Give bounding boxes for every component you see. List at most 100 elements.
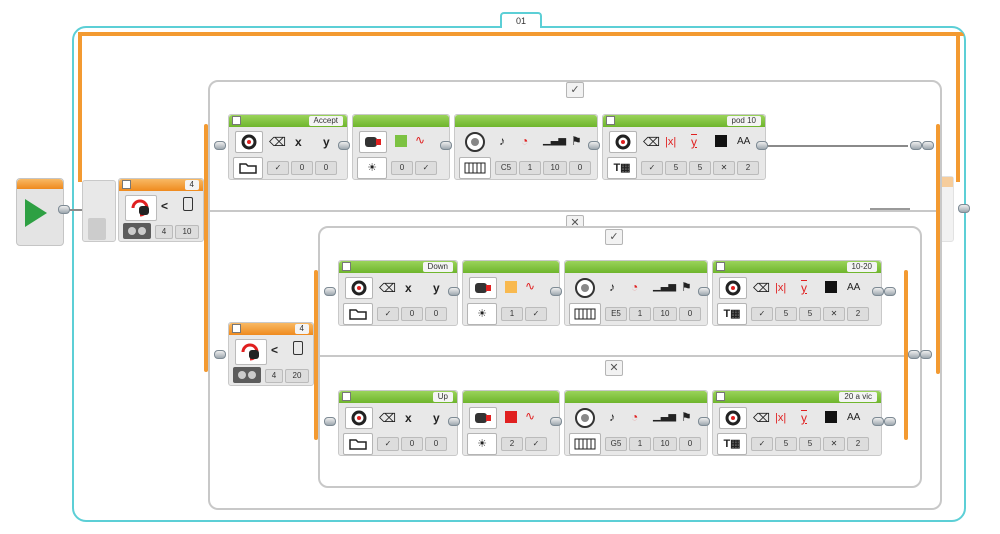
light-icon[interactable]: ☀: [467, 303, 497, 325]
param-clear[interactable]: ✓: [377, 437, 399, 451]
param-x[interactable]: 5: [775, 437, 797, 451]
display-icon[interactable]: [235, 131, 263, 153]
display-block[interactable]: Up ⌫ x y ✓ 0 0: [338, 390, 458, 456]
param-y[interactable]: 0: [315, 161, 337, 175]
brick-light-icon[interactable]: [359, 131, 387, 153]
switch-inner-block[interactable]: 4 < 4 20: [228, 322, 314, 386]
param-volume[interactable]: 10: [543, 161, 567, 175]
connector-icon[interactable]: [588, 141, 600, 150]
param-color[interactable]: 0: [391, 161, 413, 175]
param-y[interactable]: 0: [425, 437, 447, 451]
display-icon[interactable]: [345, 407, 373, 429]
display-text-label[interactable]: 10-20: [846, 262, 877, 272]
param-note[interactable]: G5: [605, 437, 627, 451]
port-label[interactable]: 4: [184, 180, 199, 190]
sound-block[interactable]: ♪ ◔ ▁▃▅ ⚑ G5 1 10 0: [564, 390, 708, 456]
light-color-swatch[interactable]: [395, 135, 407, 147]
piano-icon[interactable]: [459, 157, 491, 179]
connector-icon[interactable]: [214, 141, 226, 150]
param-color[interactable]: 2: [501, 437, 523, 451]
connector-icon[interactable]: [214, 350, 226, 359]
brick-light-icon[interactable]: [469, 407, 497, 429]
start-block[interactable]: [16, 178, 64, 246]
connector-icon[interactable]: [550, 287, 562, 296]
display-text-block[interactable]: pod 10 ⌫ |x| y AA T▦ ✓ 5 5 ✕ 2: [602, 114, 766, 180]
param-clear[interactable]: ✓: [377, 307, 399, 321]
param-duration[interactable]: 1: [629, 307, 651, 321]
connector-icon[interactable]: [58, 205, 70, 214]
param-compare-type[interactable]: 4: [155, 225, 173, 239]
display-file-label[interactable]: Up: [432, 392, 453, 402]
loop-name-label[interactable]: 01: [500, 12, 542, 28]
param-y[interactable]: 5: [799, 307, 821, 321]
connector-icon[interactable]: [958, 204, 970, 213]
param-x[interactable]: 0: [401, 307, 423, 321]
param-x[interactable]: 0: [291, 161, 313, 175]
text-grid-icon[interactable]: T▦: [607, 157, 637, 179]
param-clear[interactable]: ✓: [751, 437, 773, 451]
param-color[interactable]: 1: [501, 307, 523, 321]
port-label[interactable]: 4: [294, 324, 309, 334]
connector-icon[interactable]: [440, 141, 452, 150]
connector-icon[interactable]: [338, 141, 350, 150]
connector-icon[interactable]: [756, 141, 768, 150]
switch-outer-block[interactable]: 4 < 4 10: [118, 178, 204, 242]
case-true-tab[interactable]: ✓: [566, 82, 584, 98]
case-false-tab[interactable]: ✕: [605, 360, 623, 376]
display-icon[interactable]: [609, 131, 637, 153]
brick-light-block[interactable]: ∿ ☀ 2 ✓: [462, 390, 560, 456]
param-font[interactable]: 2: [847, 307, 869, 321]
sound-block[interactable]: ♪ ◔ ▁▃▅ ⚑ E5 1 10 0: [564, 260, 708, 326]
speaker-icon[interactable]: [461, 131, 489, 153]
param-y[interactable]: 5: [799, 437, 821, 451]
connector-icon[interactable]: [910, 141, 922, 150]
connector-icon[interactable]: [324, 417, 336, 426]
display-icon[interactable]: [719, 277, 747, 299]
param-color[interactable]: ✕: [823, 437, 845, 451]
display-text-label[interactable]: 20 a vic: [839, 392, 877, 402]
piano-icon[interactable]: [569, 433, 601, 455]
speaker-icon[interactable]: [571, 407, 599, 429]
param-clear[interactable]: ✓: [267, 161, 289, 175]
compare-symbol[interactable]: <: [271, 343, 279, 357]
sensor-mode-button[interactable]: [235, 339, 267, 365]
display-icon[interactable]: [719, 407, 747, 429]
brick-light-block[interactable]: ∿ ☀ 1 ✓: [462, 260, 560, 326]
brick-light-icon[interactable]: [469, 277, 497, 299]
param-x[interactable]: 0: [401, 437, 423, 451]
connector-icon[interactable]: [884, 417, 896, 426]
play-icon[interactable]: [25, 199, 47, 227]
display-file-label[interactable]: Down: [422, 262, 453, 272]
param-play-type[interactable]: 0: [569, 161, 591, 175]
param-pulse[interactable]: ✓: [415, 161, 437, 175]
text-grid-icon[interactable]: T▦: [717, 303, 747, 325]
param-pulse[interactable]: ✓: [525, 437, 547, 451]
connector-icon[interactable]: [324, 287, 336, 296]
light-color-swatch[interactable]: [505, 281, 517, 293]
param-x[interactable]: 5: [775, 307, 797, 321]
param-play-type[interactable]: 0: [679, 437, 701, 451]
connector-icon[interactable]: [884, 287, 896, 296]
folder-icon[interactable]: [233, 157, 263, 179]
folder-icon[interactable]: [343, 433, 373, 455]
param-y[interactable]: 0: [425, 307, 447, 321]
display-text-block[interactable]: 10-20 ⌫ |x| y AA T▦ ✓ 5 5 ✕ 2: [712, 260, 882, 326]
param-font[interactable]: 2: [737, 161, 759, 175]
case-true-tab[interactable]: ✓: [605, 229, 623, 245]
display-text-block[interactable]: 20 a vic ⌫ |x| y AA T▦ ✓ 5 5 ✕ 2: [712, 390, 882, 456]
light-color-swatch[interactable]: [505, 411, 517, 423]
connector-icon[interactable]: [920, 350, 932, 359]
param-volume[interactable]: 10: [653, 437, 677, 451]
brick-light-block[interactable]: ∿ ☀ 0 ✓: [352, 114, 450, 180]
light-icon[interactable]: ☀: [467, 433, 497, 455]
connector-icon[interactable]: [922, 141, 934, 150]
param-note[interactable]: E5: [605, 307, 627, 321]
param-duration[interactable]: 1: [519, 161, 541, 175]
sound-block[interactable]: ♪ ◔ ▁▃▅ ⚑ C5 1 10 0: [454, 114, 598, 180]
connector-icon[interactable]: [550, 417, 562, 426]
param-threshold[interactable]: 10: [175, 225, 199, 239]
param-color[interactable]: ✕: [713, 161, 735, 175]
param-duration[interactable]: 1: [629, 437, 651, 451]
light-icon[interactable]: ☀: [357, 157, 387, 179]
display-block[interactable]: Accept ⌫ x y ✓ 0 0: [228, 114, 348, 180]
